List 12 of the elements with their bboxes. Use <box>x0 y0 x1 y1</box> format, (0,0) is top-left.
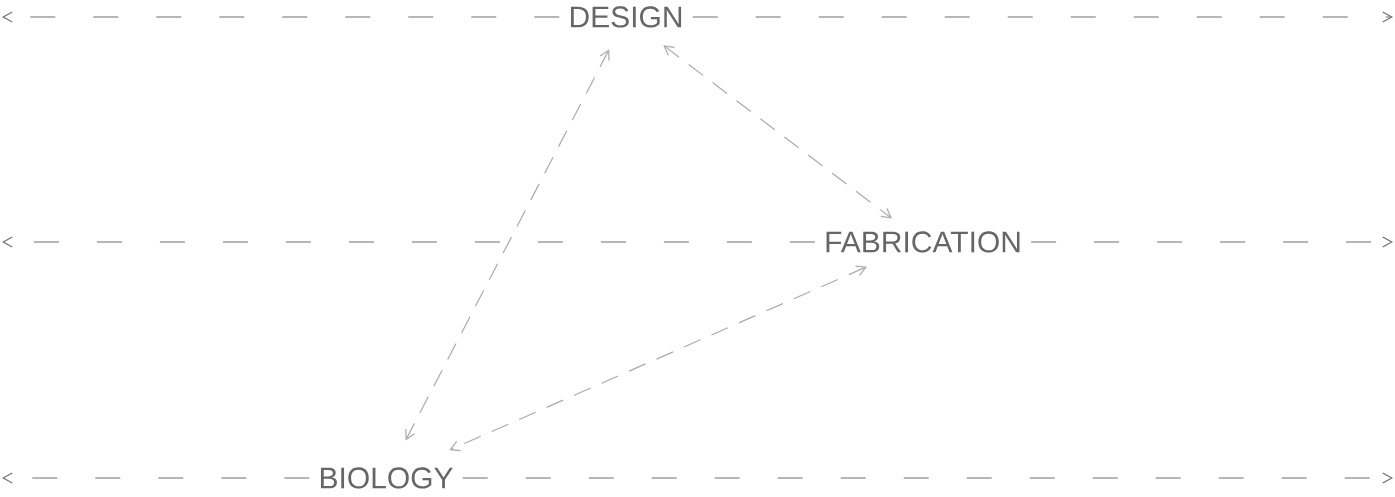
double-headed-arrow <box>449 265 867 452</box>
dashed-arrow <box>692 11 1393 23</box>
double-headed-arrow <box>663 45 893 219</box>
text-label: DESIGN <box>570 6 682 28</box>
dashed-arrow <box>1030 236 1393 248</box>
dashed-arrow <box>462 472 1393 484</box>
text-label: BIOLOGY <box>320 467 453 489</box>
double-headed-arrow <box>405 49 610 441</box>
dashed-arrow <box>2 236 816 248</box>
dashed-arrow <box>2 472 310 484</box>
text-label: FABRICATION <box>826 231 1020 253</box>
dashed-arrow <box>2 11 560 23</box>
